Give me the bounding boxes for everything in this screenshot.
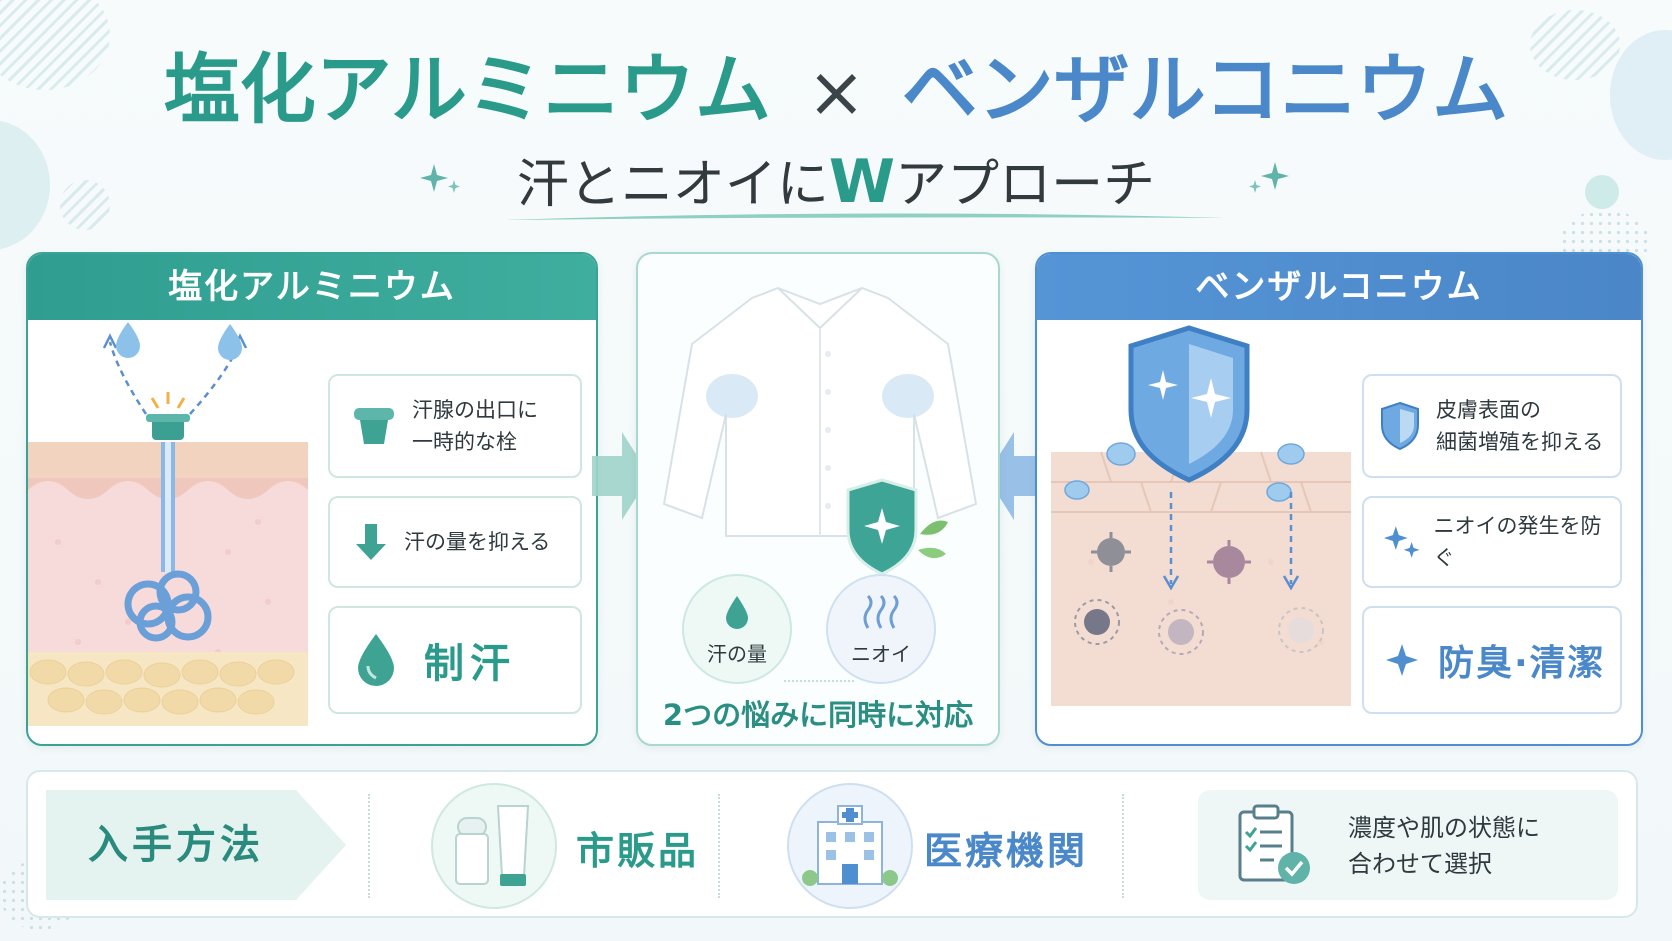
panel-header-aluminum: 塩化アルミニウム <box>28 254 596 320</box>
panel-aluminum-chloride: 塩化アルミニウム <box>26 252 598 746</box>
panel-combined: 汗の量 ニオイ 2つの悩みに同時に対応 <box>636 252 1000 746</box>
arrow-down-icon <box>356 524 386 560</box>
sparkle-icon <box>420 164 460 193</box>
arrow-left-icon <box>986 432 1044 520</box>
card-deodorize: 防臭·清潔 <box>1362 606 1622 714</box>
main-title: 塩化アルミニウム × ベンザルコニウム <box>0 40 1672 140</box>
subtitle-w: W <box>828 147 896 217</box>
arrow-right-icon <box>592 432 650 520</box>
deodorant-icon <box>431 783 557 909</box>
note-line2: 合わせて選択 <box>1348 850 1492 878</box>
water-drop-icon <box>726 596 748 629</box>
subtitle-post: アプローチ <box>895 155 1156 215</box>
note-line1: 濃度や肌の状態に <box>1348 814 1540 842</box>
subtitle: 汗とニオイにWアプローチ <box>0 142 1672 222</box>
card-reduce-sweat: 汗の量を抑える <box>328 496 582 588</box>
combined-caption: 2つの悩みに同時に対応 <box>662 698 974 732</box>
plug-icon <box>354 408 394 444</box>
acquisition-bar: 入手方法 市販品 医療機関 濃度や肌の状態に 合わせて選択 <box>26 770 1638 918</box>
panel-header-benzalkonium: ベンザルコニウム <box>1037 254 1641 320</box>
shield-icon <box>1381 401 1419 451</box>
separator <box>1122 794 1124 898</box>
shield-icon <box>846 478 948 576</box>
bg-stripes-left <box>60 180 110 230</box>
card-plug-line1: 汗腺の出口に <box>412 398 538 422</box>
sparkle-icon <box>1249 162 1289 193</box>
card-prevent-odor: ニオイの発生を防ぐ <box>1362 496 1622 588</box>
separator <box>368 794 370 898</box>
method-tag-shape <box>46 790 346 900</box>
card-plug-line2: 一時的な栓 <box>412 430 517 454</box>
card-plug: 汗腺の出口に 一時的な栓 <box>328 374 582 478</box>
title-left: 塩化アルミニウム <box>163 45 772 134</box>
title-right: ベンザルコニウム <box>901 45 1509 134</box>
bg-stripes-topright <box>1530 10 1620 80</box>
shirt-icon <box>662 286 978 537</box>
card-deodorize-text: 防臭·清潔 <box>1438 643 1606 684</box>
badge-odor-label: ニオイ <box>851 642 911 666</box>
badge-connector <box>784 680 854 682</box>
card-inhibit-line1: 皮膚表面の <box>1436 398 1541 422</box>
checklist-icon <box>1238 804 1310 884</box>
panel-benzalkonium: ベンザルコニウム <box>1035 252 1643 746</box>
acquisition-label: 入手方法 <box>88 822 264 868</box>
card-prevent-odor-text: ニオイの発生を防ぐ <box>1433 514 1602 570</box>
badge-sweat-label: 汗の量 <box>707 642 767 666</box>
skin-bacteria-illustration <box>1051 325 1351 706</box>
card-inhibit-line2: 細菌増殖を抑える <box>1436 430 1604 454</box>
bacteria-icon <box>1074 532 1324 655</box>
route-otc: 市販品 <box>576 829 700 873</box>
subtitle-pre: 汗とニオイに <box>516 155 829 215</box>
title-times: × <box>807 51 866 133</box>
card-reduce-sweat-text: 汗の量を抑える <box>404 530 551 554</box>
sparkle-icon <box>1383 526 1420 558</box>
water-drop-icon <box>358 634 394 686</box>
route-medical: 医療機関 <box>924 829 1089 873</box>
separator <box>718 794 720 898</box>
sweat-gland-illustration <box>28 322 308 726</box>
sparkle-icon <box>1386 644 1418 676</box>
title-underline <box>505 213 1225 220</box>
odor-waves-icon <box>863 594 899 629</box>
bg-circle-small-right <box>1585 175 1619 209</box>
card-antiperspirant: 制汗 <box>328 606 582 714</box>
hospital-icon <box>787 783 913 909</box>
selection-note: 濃度や肌の状態に 合わせて選択 <box>1198 790 1618 900</box>
card-inhibit-bacteria: 皮膚表面の 細菌増殖を抑える <box>1362 374 1622 478</box>
card-antiperspirant-text: 制汗 <box>424 641 516 687</box>
badge-odor <box>826 574 936 684</box>
